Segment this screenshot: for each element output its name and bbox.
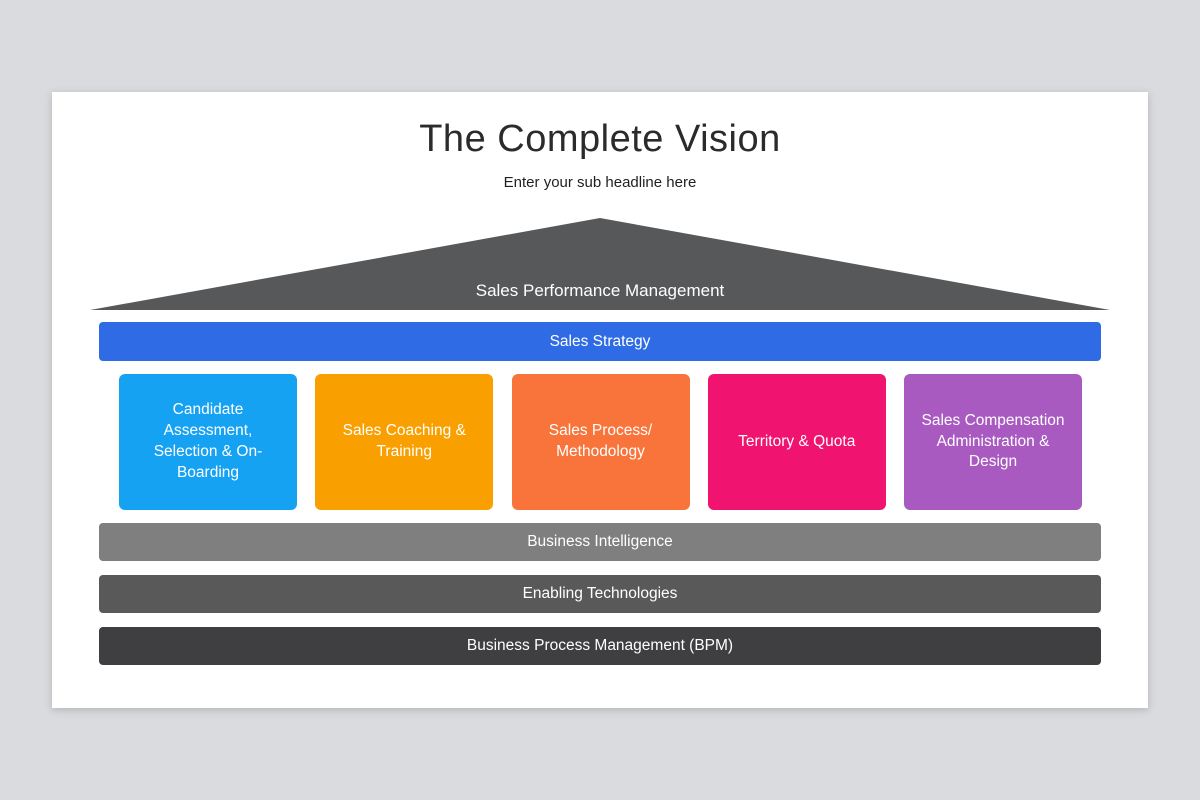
pillar-territory-quota-label: Territory & Quota [738, 432, 856, 450]
slide-subtitle: Enter your sub headline here [503, 174, 697, 191]
enabling-technologies-bar: Enabling Technologies [99, 575, 1101, 613]
pillar-candidate-assessment: Candidate Assessment, Selection & On-Boa… [119, 374, 297, 510]
pillar-candidate-assessment-label: Candidate Assessment, Selection & On-Boa… [153, 401, 263, 481]
slide-card: The Complete Vision Enter your sub headl… [52, 92, 1148, 708]
roof-label: Sales Performance Management [475, 281, 725, 300]
sales-strategy-label: Sales Strategy [549, 332, 651, 350]
pillar-territory-quota: Territory & Quota [707, 374, 886, 510]
roof-triangle: Sales Performance Management [90, 218, 1110, 310]
pillar-sales-process: Sales Process/ Methodology [511, 374, 690, 510]
pillar-sales-compensation-label: Sales Compensation Administration & Desi… [921, 411, 1065, 471]
enabling-technologies-label: Enabling Technologies [522, 585, 678, 602]
pillar-sales-coaching: Sales Coaching & Training [315, 374, 494, 510]
business-intelligence-label: Business Intelligence [527, 533, 673, 550]
pillar-sales-process-label: Sales Process/ Methodology [548, 422, 653, 460]
business-intelligence-bar: Business Intelligence [99, 523, 1101, 561]
pillar-sales-compensation: Sales Compensation Administration & Desi… [904, 374, 1082, 510]
pillar-sales-coaching-label: Sales Coaching & Training [342, 422, 466, 460]
bpm-label: Business Process Management (BPM) [466, 637, 734, 654]
pillars-row: Candidate Assessment, Selection & On-Boa… [119, 374, 1082, 510]
slide-title: The Complete Vision [419, 118, 781, 160]
sales-strategy-bar: Sales Strategy [99, 322, 1101, 361]
bpm-bar: Business Process Management (BPM) [99, 627, 1101, 665]
